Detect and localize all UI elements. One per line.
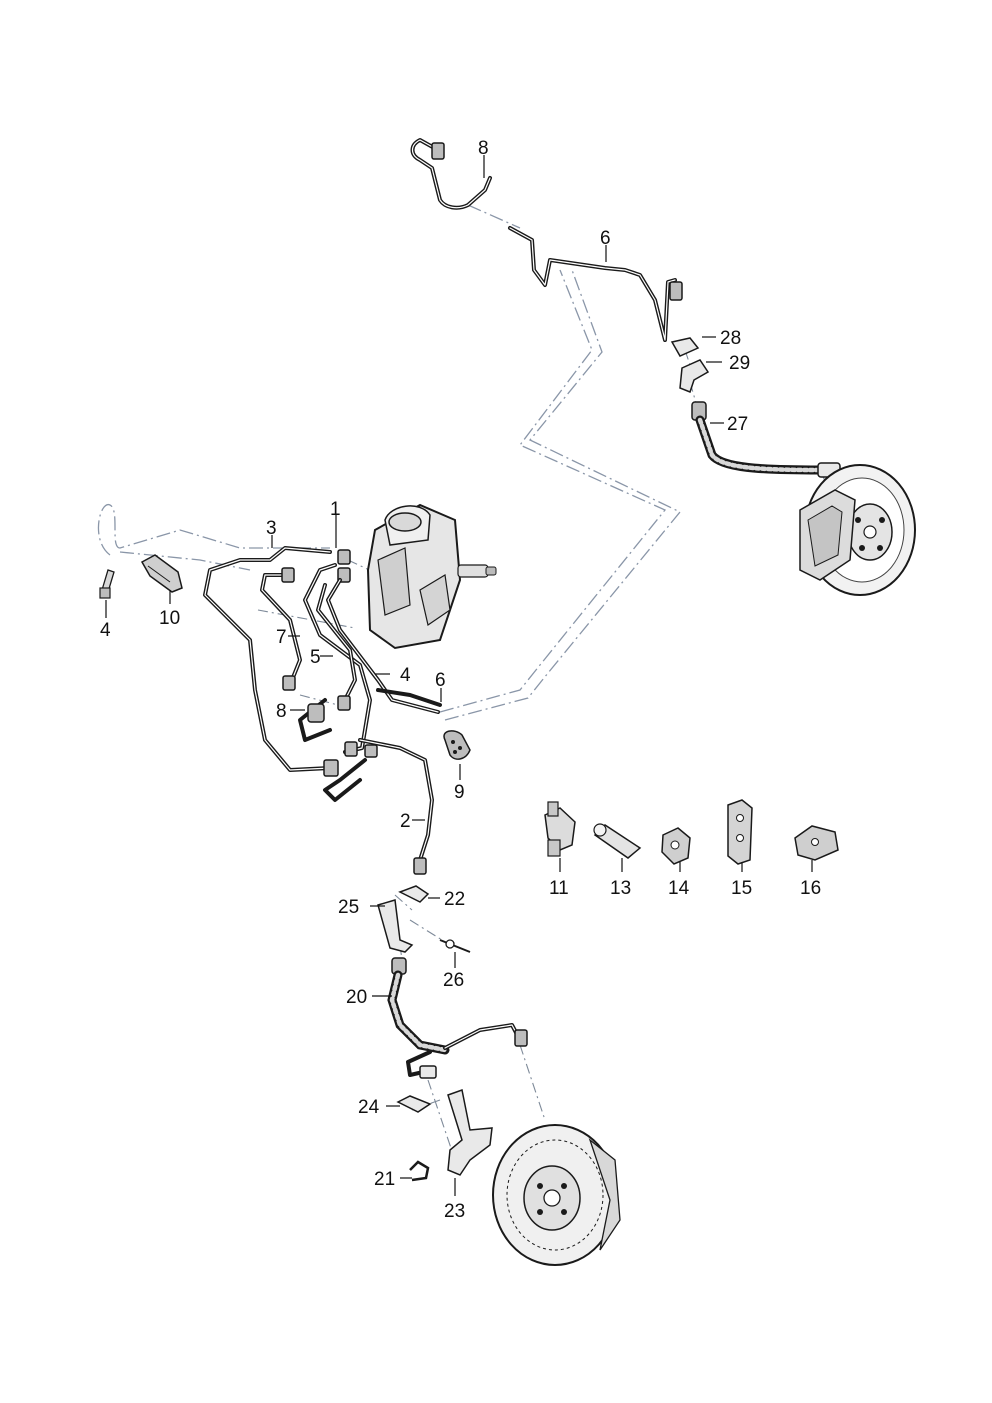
pipe-clip-icon	[544, 799, 839, 865]
front-brake-hose	[691, 401, 841, 478]
callout-20: 20	[346, 987, 367, 1008]
pipe-distributor-icon	[443, 730, 471, 760]
callout-25: 25	[338, 897, 359, 918]
callout-6-centre: 6	[435, 670, 446, 691]
pipe-holder-icon	[140, 554, 183, 593]
rear-brake-hose	[387, 957, 528, 1079]
hose-bracket	[670, 337, 710, 393]
pipe-nut-icon	[669, 281, 683, 301]
callout-11: 11	[549, 878, 569, 899]
callout-27: 27	[727, 414, 748, 435]
rear-hose-bracket	[377, 885, 471, 953]
callout-5: 5	[310, 647, 321, 668]
callout-8: 8	[478, 138, 489, 159]
rear-caliper-bracket	[396, 1089, 493, 1182]
callout-leaders	[105, 155, 813, 1196]
callout-10: 10	[159, 608, 180, 629]
callout-1: 1	[330, 499, 341, 520]
brake-master-cylinder-icon	[337, 503, 497, 650]
callout-4-centre: 4	[400, 665, 411, 686]
callout-28: 28	[720, 328, 741, 349]
callout-6: 6	[600, 228, 611, 249]
callout-3: 3	[266, 518, 277, 539]
callout-21: 21	[374, 1169, 395, 1190]
brake-pipe-bundle	[203, 546, 442, 875]
callout-29: 29	[729, 353, 750, 374]
rear-brake-disc-icon	[492, 1124, 621, 1266]
callout-23: 23	[444, 1201, 465, 1222]
callout-9: 9	[454, 782, 465, 803]
callout-8-centre: 8	[276, 701, 287, 722]
callout-4: 4	[100, 620, 111, 641]
callout-16: 16	[800, 878, 821, 899]
callout-13: 13	[610, 878, 631, 899]
callout-7: 7	[276, 627, 287, 648]
callout-15: 15	[731, 878, 752, 899]
callout-24: 24	[358, 1097, 380, 1118]
front-brake-disc-icon	[799, 464, 916, 596]
screw-icon	[99, 569, 115, 599]
front-brake-pipe	[410, 138, 683, 342]
pipe-nut-icon	[431, 142, 445, 160]
callout-26: 26	[443, 970, 464, 991]
callout-2: 2	[400, 811, 411, 832]
callout-14: 14	[668, 878, 690, 899]
callout-22: 22	[444, 889, 465, 910]
callout-labels: 1 3 8 6 4 10 7 5 4 6 8 9 2 11 13 14 15 1…	[100, 138, 821, 1222]
